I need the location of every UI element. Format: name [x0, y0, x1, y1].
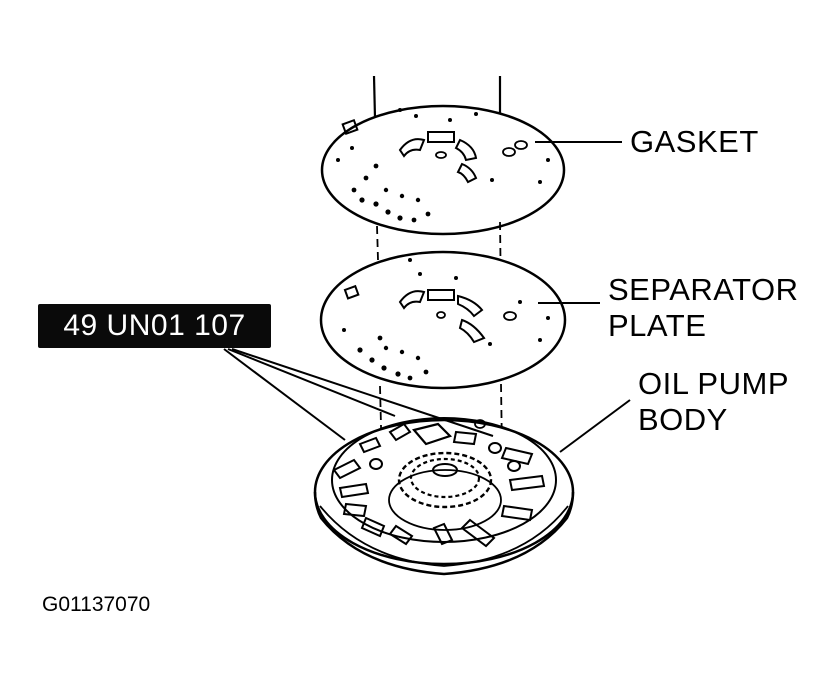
gasket-disc [320, 104, 566, 236]
tool-number-badge: 49 UN01 107 [38, 304, 271, 348]
separator-plate [319, 250, 567, 390]
oil-pump-body-label-line1: OIL PUMP [638, 366, 789, 401]
separator-plate-label-line1: SEPARATOR [608, 272, 799, 307]
figure-id: G01137070 [42, 593, 151, 616]
oil-pump-body-label-line2: BODY [638, 402, 728, 437]
gasket-label: GASKET [630, 124, 759, 159]
separator-plate-label-line2: PLATE [608, 308, 707, 343]
tool-leader-3 [231, 348, 494, 437]
tool-leader-1 [223, 348, 346, 441]
tool-leader-2 [227, 348, 396, 417]
oil-pump-body [313, 417, 575, 576]
pump-leader [559, 399, 631, 453]
